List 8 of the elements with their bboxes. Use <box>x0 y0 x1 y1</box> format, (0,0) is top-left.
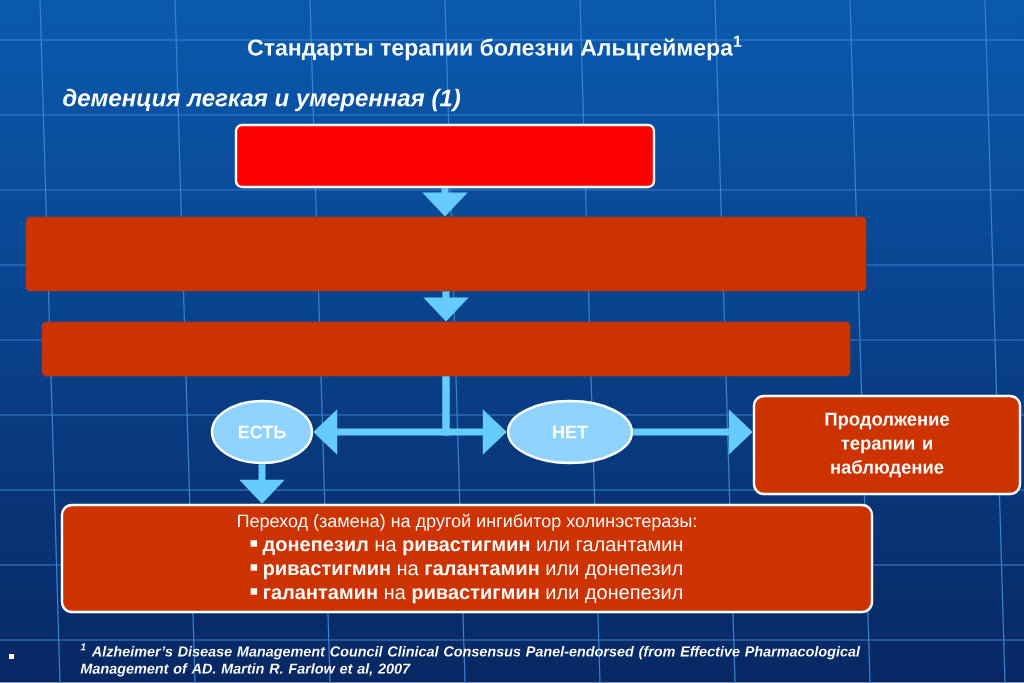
process-box <box>234 123 656 189</box>
process-box: Продолжение терапии и наблюдение <box>752 394 1022 496</box>
title: Стандарты терапии болезни Альцгеймера$^{1}$ <box>248 35 742 61</box>
process-box <box>41 321 851 377</box>
footnote: $^{1}$ Alzheimer’s Disease Management Council Clinical Consensus Panel-endorsed (from Effective Pharmacological Management of AD. Martin R. Farlow et al, 2007 <box>80 643 861 677</box>
subtitle: деменция легкая и умеренная (1) <box>63 88 461 112</box>
process-box: Переход (замена) на другой ингибитор холинэстеразы: донепезил на ривастигмин или галантамин ривастигмин на галантамин или донепезил галантамин на ривастигмин или донепезил <box>60 503 874 614</box>
process-box <box>25 216 867 292</box>
